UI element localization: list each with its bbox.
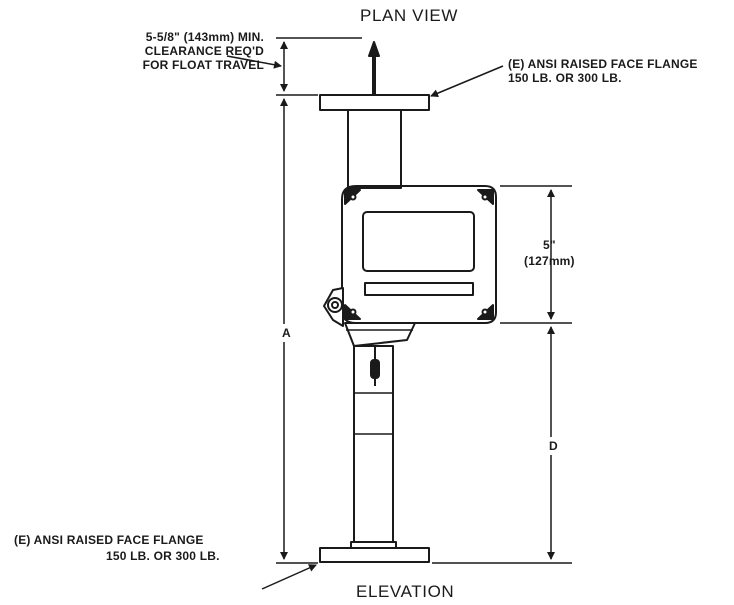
top-flange [319,94,430,111]
bottom-flange [319,547,430,563]
plan-view-title: PLAN VIEW [360,6,458,25]
housing-neck [344,322,416,347]
clearance-note-line: CLEARANCE REQ'D [144,44,264,58]
label-plate [364,282,474,296]
housing-height-label: 5" (127mm) [524,237,575,269]
top-flange-note-line: (E) ANSI RAISED FACE FLANGE [508,57,698,71]
dimension-d-label: D [548,437,559,455]
probe-fitting [370,346,380,386]
bottom-flange-note-line: 150 LB. OR 300 LB. [106,549,220,563]
display-window [362,211,475,272]
top-flange-note-line: 150 LB. OR 300 LB. [508,71,622,85]
top-flange-note: (E) ANSI RAISED FACE FLANGE 150 LB. OR 3… [508,57,698,85]
clearance-leader [226,55,282,69]
clearance-note-line: FOR FLOAT TRAVEL [142,58,264,72]
clearance-note-line: 5-5/8" (143mm) MIN. [145,30,264,44]
upper-tube [347,109,402,189]
housing-height-mm: (127mm) [524,254,575,268]
bottom-flange-leader [261,564,317,590]
elevation-title: ELEVATION [356,582,455,601]
dimension-a-label: A [281,324,292,342]
bottom-flange-note-line: (E) ANSI RAISED FACE FLANGE [14,533,204,547]
float-rod [368,41,380,95]
indicator-housing [341,185,497,324]
bottom-flange-note: (E) ANSI RAISED FACE FLANGE 150 LB. OR 3… [14,532,220,564]
cable-gland [323,287,344,327]
top-flange-leader [430,65,504,97]
clearance-note: 5-5/8" (143mm) MIN. CLEARANCE REQ'D FOR … [143,30,264,72]
housing-height-inches: 5" [543,238,556,252]
